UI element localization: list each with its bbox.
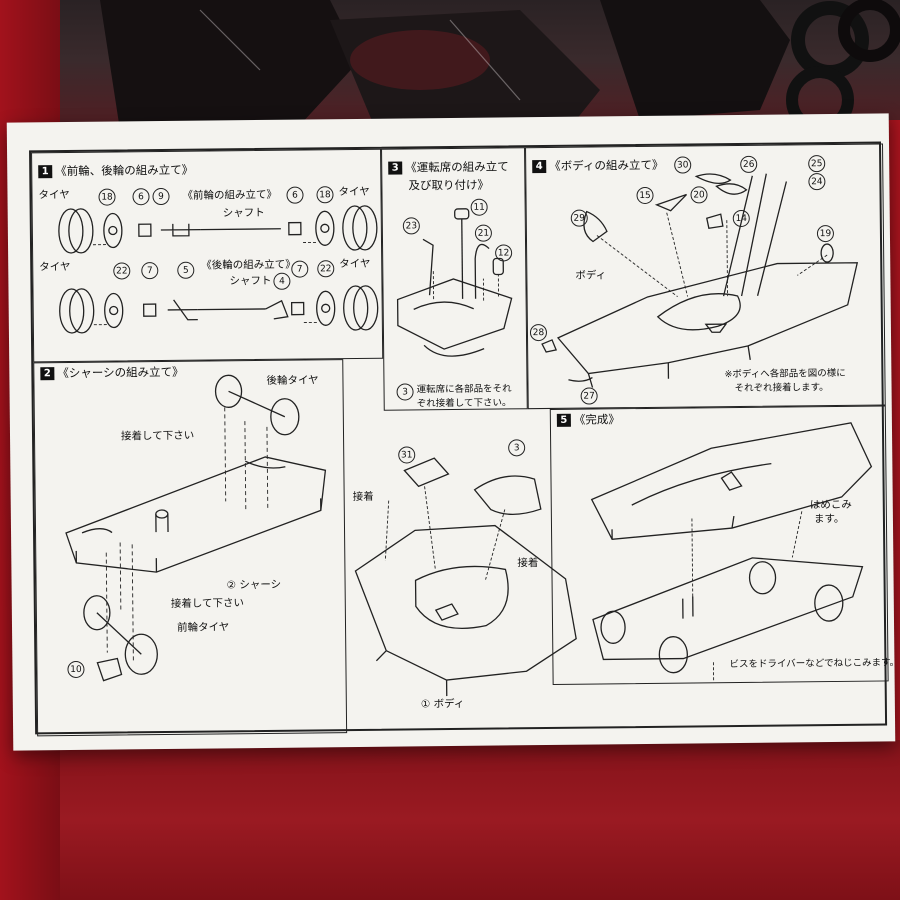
step3-panel: 3《運転席の組み立て 及び取り付け》 11 23 21 12 3 運転席に各部品… xyxy=(381,147,528,411)
step2-panel: 2《シャーシの組み立て》 後輪タイヤ 接着して下さい ② シャーシ 接着して下さ… xyxy=(33,359,348,737)
step5-panel: 5《完成》 はめこみ ます。 ビスをドライバーなどでねじこみます。 xyxy=(549,405,899,685)
step4-body-art xyxy=(541,173,859,388)
instruction-sheet: 1《前輪、後輪の組み立て》 《前輪の組み立て》 《後輪の組み立て》 シャフト シ… xyxy=(6,113,899,751)
step3-seat-art xyxy=(396,208,513,357)
step5-car-art xyxy=(590,422,873,681)
step4-panel: 4《ボディの組み立て》 30 26 25 24 15 20 29 14 19 2… xyxy=(525,143,886,410)
sprue-parts-art xyxy=(100,0,900,140)
step2-chassis-art xyxy=(65,374,327,682)
step1-panel: 1《前輪、後輪の組み立て》 《前輪の組み立て》 《後輪の組み立て》 シャフト シ… xyxy=(31,148,384,363)
step1-wheel-art xyxy=(58,205,379,334)
instruction-frame: 1《前輪、後輪の組み立て》 《前輪の組み立て》 《後輪の組み立て》 シャフト シ… xyxy=(29,141,899,737)
step3-body-area: 31 3 接着 接着 ① ボディ xyxy=(344,409,577,733)
step3-body-art xyxy=(354,457,577,697)
